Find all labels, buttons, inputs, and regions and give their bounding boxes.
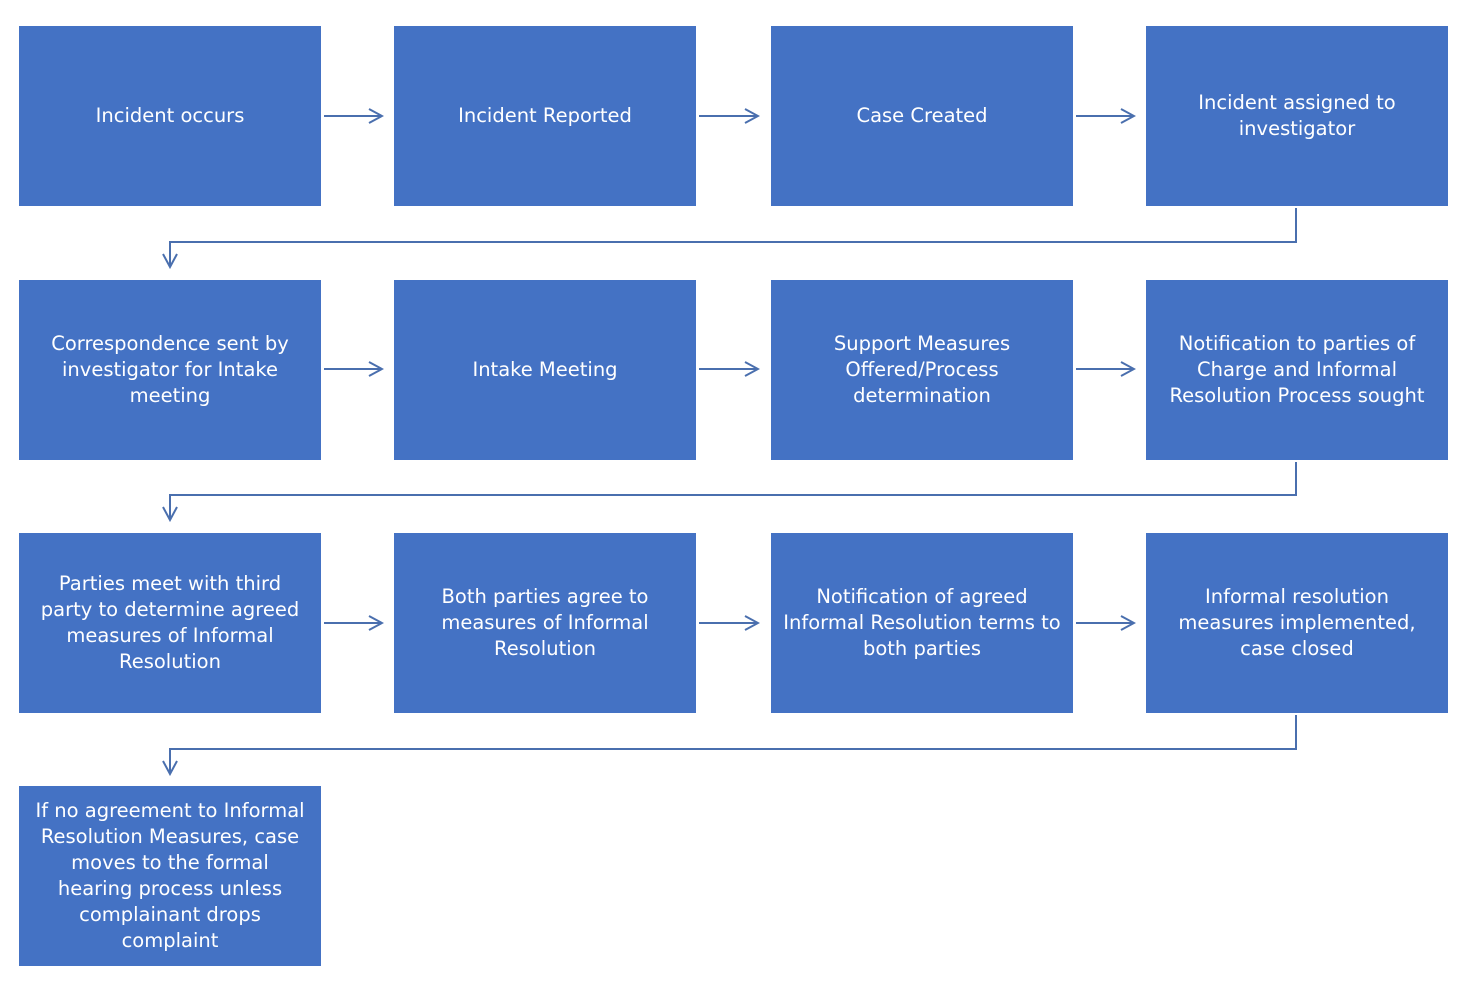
step-label: Incident assigned to investigator xyxy=(1198,91,1396,140)
step-label: Informal resolution measures implemented… xyxy=(1178,585,1416,660)
step-box-notification-of-charge: Notification to parties of Charge and In… xyxy=(1146,280,1448,460)
step-label: Correspondence sent by investigator for … xyxy=(51,332,289,407)
step-box-notification-of-terms: Notification of agreed Informal Resoluti… xyxy=(771,533,1073,713)
wrap-arrow-8-9 xyxy=(170,462,1297,520)
wrap-arrow-4-5 xyxy=(170,208,1297,267)
step-label: Notification to parties of Charge and In… xyxy=(1169,332,1425,407)
step-box-correspondence-sent: Correspondence sent by investigator for … xyxy=(19,280,321,460)
wrap-arrow-12-13 xyxy=(170,715,1297,774)
step-label: Intake Meeting xyxy=(472,358,618,381)
step-label: Notification of agreed Informal Resoluti… xyxy=(783,585,1061,660)
step-box-parties-agree: Both parties agree to measures of Inform… xyxy=(394,533,696,713)
step-label: Case Created xyxy=(856,104,988,127)
step-box-incident-reported: Incident Reported xyxy=(394,26,696,206)
step-label: Parties meet with third party to determi… xyxy=(40,572,300,673)
step-box-case-created: Case Created xyxy=(771,26,1073,206)
step-label: If no agreement to Informal Resolution M… xyxy=(35,799,305,952)
step-box-case-closed: Informal resolution measures implemented… xyxy=(1146,533,1448,713)
step-box-formal-hearing: If no agreement to Informal Resolution M… xyxy=(19,786,321,966)
step-label: Incident occurs xyxy=(95,104,245,127)
step-label: Incident Reported xyxy=(458,104,632,127)
step-box-intake-meeting: Intake Meeting xyxy=(394,280,696,460)
step-box-support-measures: Support Measures Offered/Process determi… xyxy=(771,280,1073,460)
step-label: Support Measures Offered/Process determi… xyxy=(833,332,1011,407)
step-box-parties-meet-third-party: Parties meet with third party to determi… xyxy=(19,533,321,713)
step-label: Both parties agree to measures of Inform… xyxy=(441,585,649,660)
step-box-assigned-to-investigator: Incident assigned to investigator xyxy=(1146,26,1448,206)
step-box-incident-occurs: Incident occurs xyxy=(19,26,321,206)
